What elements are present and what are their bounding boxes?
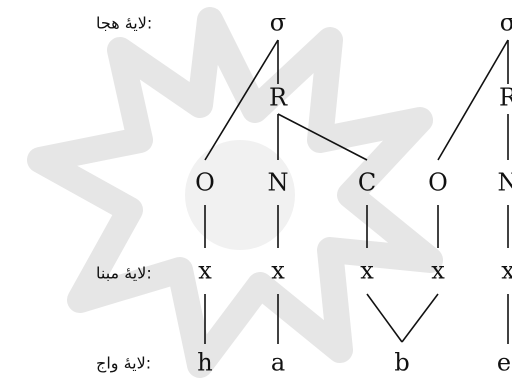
segment-h: h (197, 349, 212, 377)
line-x4-b (401, 293, 439, 343)
nucleus-node-2: N (498, 169, 512, 197)
timing-slot-4: x (431, 257, 445, 285)
onset-node-1: O (195, 169, 215, 197)
timing-slot-3: x (360, 257, 374, 285)
sigma-node-1: σ (270, 9, 286, 37)
nucleus-node-1: N (268, 169, 289, 197)
line-sigma1-onset1 (204, 39, 279, 161)
timing-slot-2: x (271, 257, 285, 285)
coda-node: C (358, 169, 376, 197)
segment-e: e (497, 349, 511, 377)
rhyme-node-2: R (499, 84, 512, 112)
timing-slot-5: x (501, 257, 512, 285)
onset-node-2: O (428, 169, 448, 197)
segment-a: a (271, 349, 285, 377)
syllable-tier-label: :لایۀ هجا (96, 14, 152, 33)
line-sigma2-onset2 (437, 39, 509, 161)
rhyme-node-1: R (269, 84, 288, 112)
skeletal-tier-label: :لایۀ مبنا (96, 264, 152, 283)
association-lines (204, 39, 509, 344)
sigma-node-2: σ (500, 9, 512, 37)
timing-slot-1: x (198, 257, 212, 285)
segment-b: b (394, 349, 409, 377)
line-rhyme1-coda (277, 113, 368, 161)
watermark-ornament (27, 7, 443, 378)
line-x3-b (366, 293, 403, 343)
segmental-tier-label: :لایۀ واج (96, 354, 151, 374)
